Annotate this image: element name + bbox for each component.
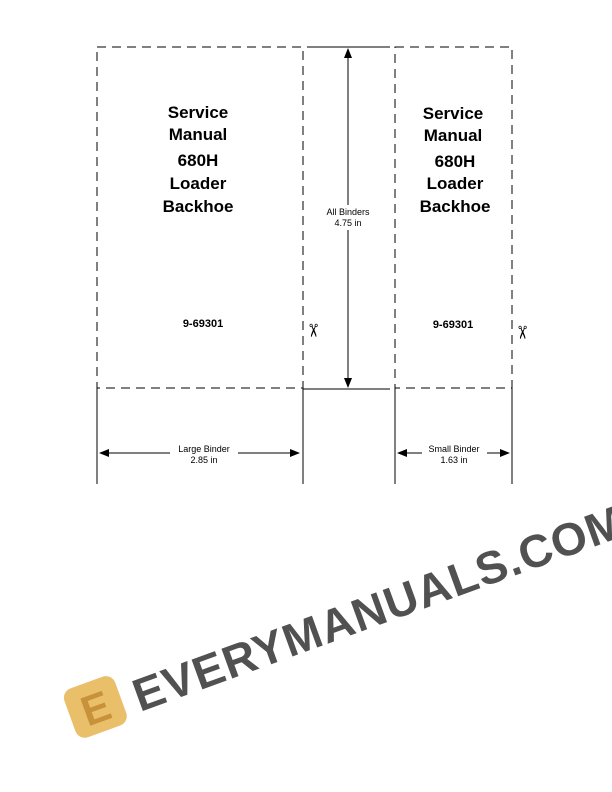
svg-text:Loader: Loader [170,174,227,193]
watermark: E EVERYMANUALS.COM [63,495,612,738]
large-spine-title: Service Manual 680H Loader Backhoe [163,103,234,216]
extension-lines [96,46,513,484]
large-width-value: 2.85 in [190,455,217,465]
height-label: All Binders [326,207,370,217]
watermark-logo [63,676,127,738]
small-spine-title: Service Manual 680H Loader Backhoe [420,104,491,216]
svg-text:Service: Service [423,104,484,123]
small-width-value: 1.63 in [440,455,467,465]
svg-text:Backhoe: Backhoe [163,197,234,216]
scissors-icon: ✂ [511,325,532,340]
small-spine-cut-box [394,46,513,389]
svg-text:680H: 680H [178,151,219,170]
large-spine-cut-box [96,46,304,389]
svg-text:680H: 680H [435,152,476,171]
height-value: 4.75 in [334,218,361,228]
large-width-label: Large Binder [178,444,230,454]
svg-text:Manual: Manual [424,126,483,145]
small-spine-part-number: 9-69301 [433,319,473,331]
watermark-text: EVERYMANUALS.COM [126,495,612,722]
small-width-label: Small Binder [428,444,479,454]
scissors-icon: ✂ [302,323,323,338]
large-spine-part-number: 9-69301 [183,318,223,330]
svg-text:Loader: Loader [427,174,484,193]
svg-text:Manual: Manual [169,125,228,144]
svg-text:Service: Service [168,103,229,122]
svg-text:Backhoe: Backhoe [420,197,491,216]
